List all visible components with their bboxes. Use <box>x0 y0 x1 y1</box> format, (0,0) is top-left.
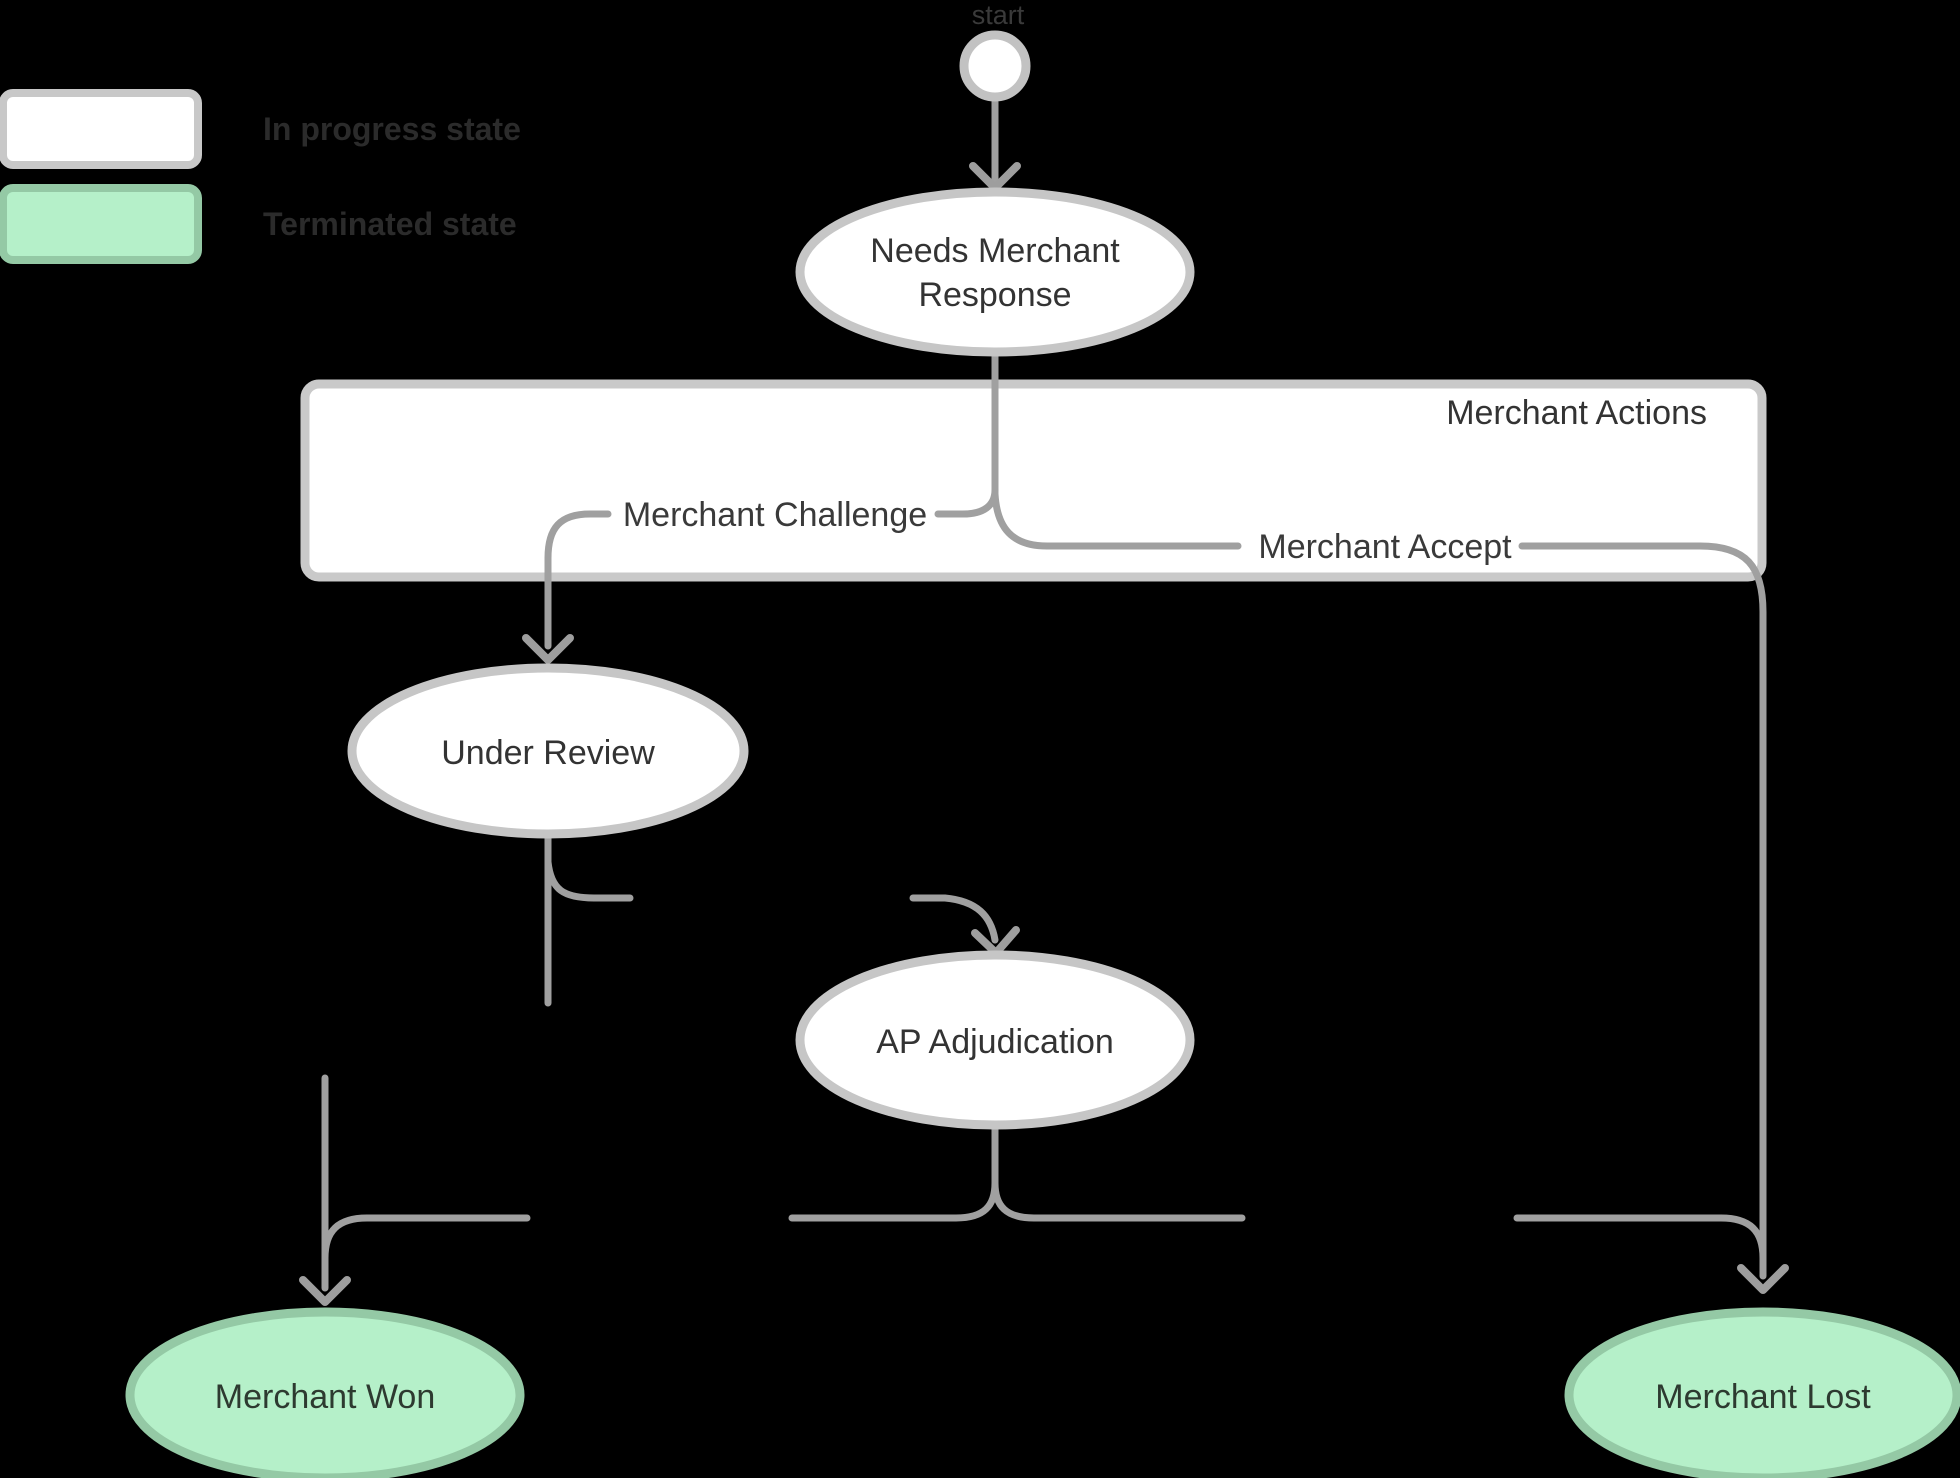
edge-ap-to-merchant-won-segment <box>321 1214 531 1262</box>
legend-label-terminated: Terminated state <box>263 206 517 242</box>
legend-swatch-terminated-border <box>0 184 202 264</box>
under-review-ellipse <box>347 663 749 839</box>
start-circle <box>959 30 1031 102</box>
node-merchant-lost: Merchant Lost <box>1564 1307 1960 1478</box>
edges <box>299 98 1789 1306</box>
arrowhead-under-review <box>522 634 574 664</box>
legend: In progress state Terminated state <box>0 89 521 264</box>
edge-merchant-accept-left-segment <box>991 490 1242 550</box>
edge-merchant-challenge-left-segment <box>544 510 612 650</box>
merchant-actions-container: Merchant Actions <box>300 379 1767 582</box>
legend-label-in-progress: In progress state <box>263 111 521 147</box>
ap-adjudication-label: AP Adjudication <box>876 1023 1114 1061</box>
start-node: start <box>959 0 1031 102</box>
edge-label-merchant-accept: Merchant Accept <box>1258 528 1512 566</box>
node-ap-adjudication: AP Adjudication <box>795 950 1195 1130</box>
edge-merchant-accept-right-segment <box>1518 542 1767 1280</box>
merchant-lost-label: Merchant Lost <box>1655 1378 1871 1416</box>
needs-merchant-response-label-line2: Response <box>918 276 1071 314</box>
needs-merchant-response-label-line1: Needs Merchant <box>870 232 1120 270</box>
ap-adjudication-ellipse <box>795 950 1195 1130</box>
merchant-won-ellipse <box>130 1312 520 1478</box>
edge-ap-to-merchant-lost-segment <box>1513 1214 1767 1262</box>
merchant-actions-rect <box>300 379 1767 582</box>
merchant-actions-title: Merchant Actions <box>1446 394 1707 432</box>
edge-under-review-to-ap-left-segment <box>544 858 634 902</box>
legend-swatch-in-progress <box>0 89 202 169</box>
merchant-lost-ellipse <box>1569 1312 1957 1478</box>
edge-ap-fork <box>788 1123 1246 1222</box>
merchant-lost-ellipse-border <box>1564 1307 1960 1478</box>
under-review-label: Under Review <box>441 734 655 772</box>
edge-label-merchant-challenge: Merchant Challenge <box>623 496 927 534</box>
merchant-won-ellipse-border <box>125 1307 525 1478</box>
needs-merchant-response-ellipse <box>795 187 1195 357</box>
legend-swatch-terminated <box>3 188 198 260</box>
merchant-won-label: Merchant Won <box>215 1378 435 1416</box>
node-under-review: Under Review <box>347 663 749 839</box>
arrowhead-merchant-won <box>299 1276 351 1306</box>
arrowhead-merchant-lost <box>1737 1264 1789 1294</box>
node-merchant-won: Merchant Won <box>125 1307 525 1478</box>
edge-under-review-to-ap-right-segment <box>909 894 999 944</box>
node-needs-merchant-response: Needs Merchant Response <box>795 187 1195 357</box>
start-label: start <box>972 0 1025 30</box>
